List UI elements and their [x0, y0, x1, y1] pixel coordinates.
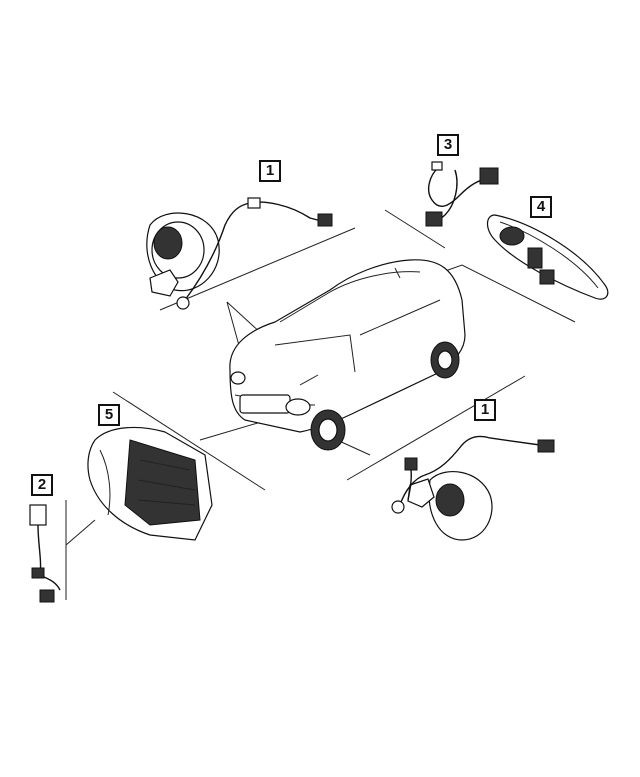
harness-part-3: [425, 161, 499, 227]
callout-2: 2: [31, 474, 53, 496]
callout-3: 3: [437, 134, 459, 156]
callout-5: 5: [98, 404, 120, 426]
wheel-speed-sensor-right: [391, 435, 555, 541]
transmission-part-5: [87, 426, 213, 541]
sensor-harness-part-2: [29, 504, 61, 603]
callout-1-left: 1: [259, 160, 281, 182]
rearview-mirror-part-4: [486, 214, 609, 300]
callout-4: 4: [530, 196, 552, 218]
vehicle-illustration: [229, 259, 466, 451]
wheel-speed-sensor-left: [146, 197, 333, 310]
callout-1-right: 1: [474, 399, 496, 421]
